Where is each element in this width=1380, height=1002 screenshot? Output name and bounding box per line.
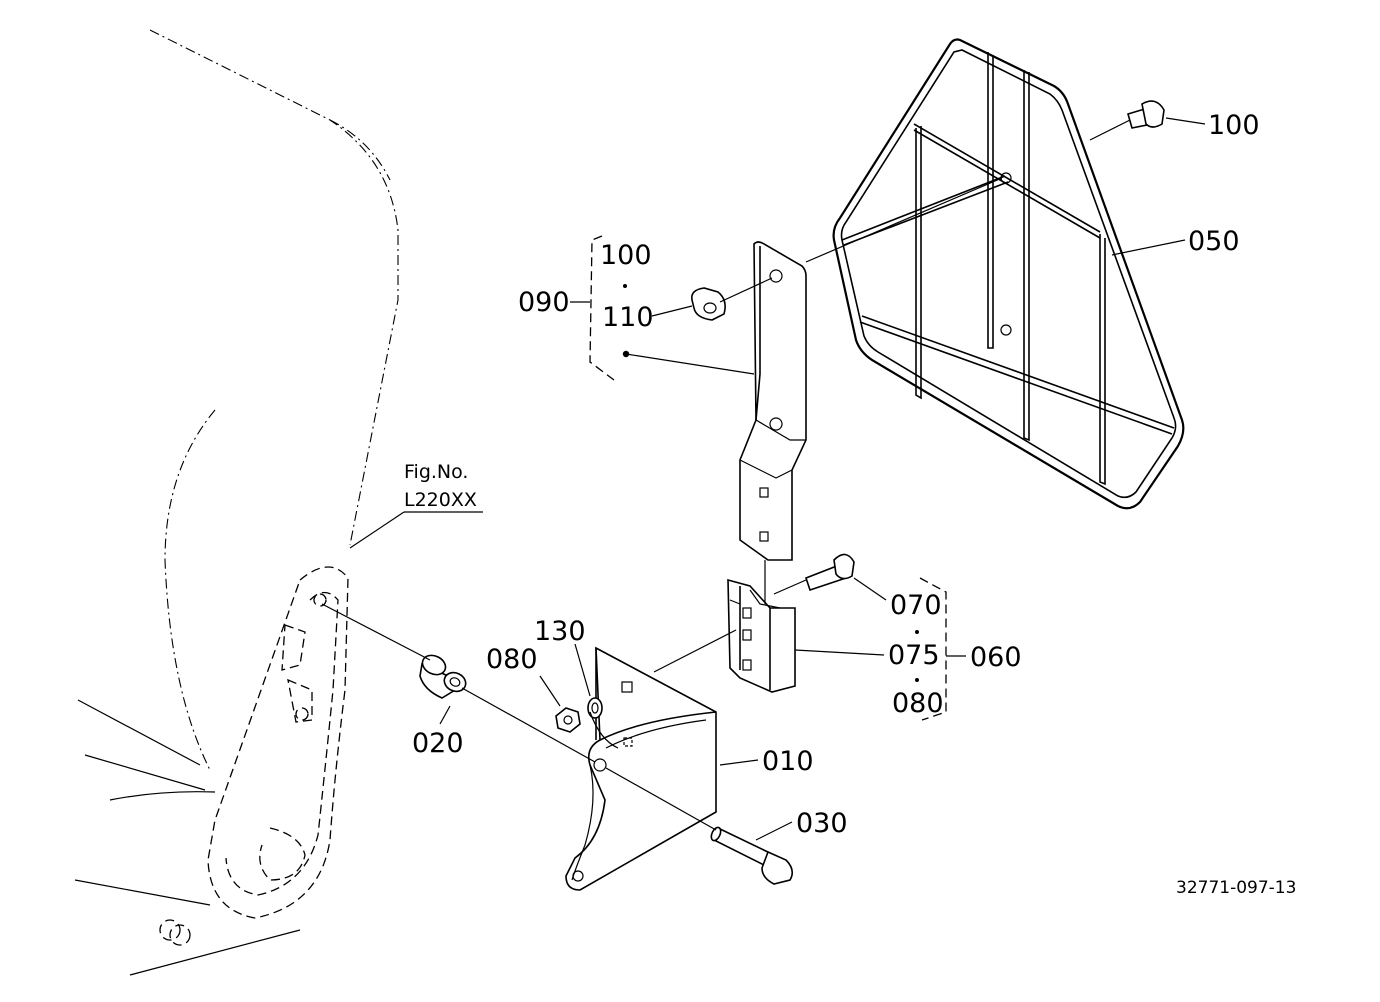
bolt-070 (805, 553, 855, 592)
machine-body-outline (74, 29, 399, 976)
callout-080: 080 (486, 644, 538, 675)
figure-reference: Fig.No. L220XX (349, 461, 483, 549)
callout-080-kit: 080 (892, 688, 944, 719)
bolt-100 (1127, 100, 1165, 129)
spacer-110 (690, 287, 726, 321)
callout-110: 110 (602, 302, 654, 333)
callout-060: 060 (970, 642, 1022, 673)
callout-090: 090 (518, 287, 570, 318)
bracket-010 (565, 646, 717, 891)
callout-010: 010 (762, 746, 814, 777)
callout-100-bolt: 100 (1208, 110, 1260, 141)
clip-assembly-060 (727, 578, 796, 693)
kit-bracket-060 (915, 577, 966, 721)
callout-020: 020 (412, 728, 464, 759)
drawing-code: 32771-097-13 (1176, 878, 1296, 898)
callout-100-kit: 100 (600, 240, 652, 271)
callout-050: 050 (1188, 226, 1240, 257)
callout-030: 030 (796, 808, 848, 839)
washer-130 (587, 697, 603, 719)
grille-guard-050 (832, 38, 1185, 510)
loader-arm-outline (159, 566, 349, 946)
stay-090 (739, 241, 807, 561)
callout-070: 070 (890, 590, 942, 621)
assembly-lines (321, 117, 1206, 841)
collar-020 (419, 654, 467, 699)
callout-075: 075 (888, 640, 940, 671)
fig-ref-line1: Fig.No. (404, 461, 468, 483)
kit-bracket-090 (570, 235, 627, 381)
fig-ref-line2: L220XX (404, 489, 477, 511)
bolt-030 (710, 826, 794, 885)
nut-080 (555, 707, 581, 733)
callout-labels: 100 050 100 090 110 070 075 060 080 130 … (412, 110, 1296, 898)
callout-130: 130 (534, 616, 586, 647)
